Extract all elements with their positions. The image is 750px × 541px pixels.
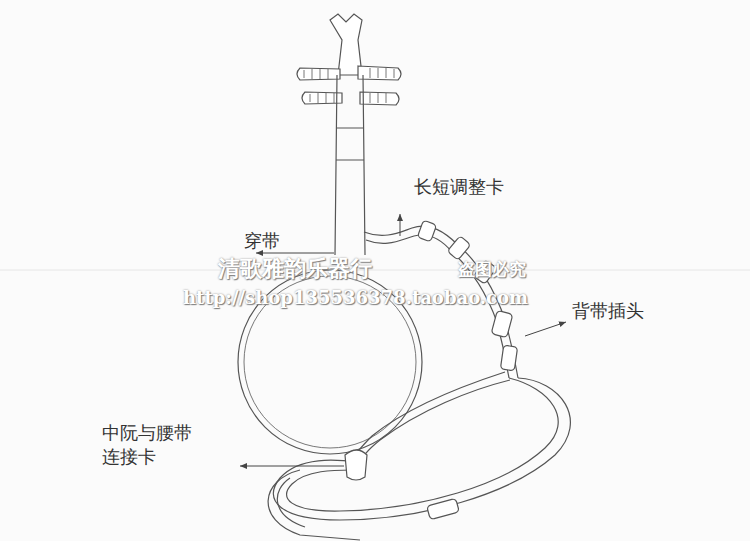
part-label: 穿带 [244,230,280,253]
part-label: 中阮与腰带 连接卡 [102,421,202,470]
leader-arrows [240,214,566,466]
fold-line [0,270,750,271]
watermark: 盗图必究 [458,259,526,280]
part-label: 长短调整卡 [414,176,504,199]
watermark: 清歌雅韵乐器行 [218,255,372,283]
watermark-url: http://shop135536378.taobao.com [183,287,528,310]
part-label: 背带插头 [572,300,644,323]
